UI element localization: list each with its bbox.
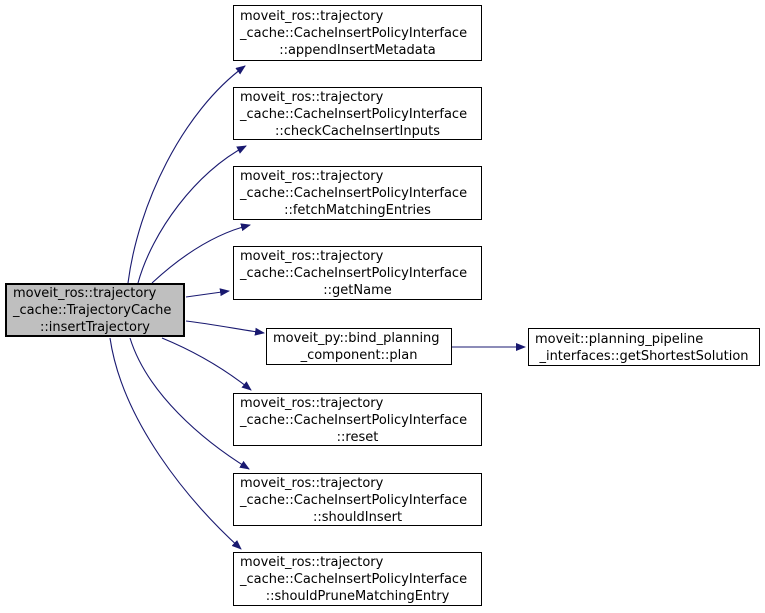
graph-node-plan[interactable]: moveit_py::bind_planning_component::plan <box>266 328 452 365</box>
graph-node-label-line: ::checkCacheInsertInputs <box>275 123 440 139</box>
graph-node-label-line: ::shouldPruneMatchingEntry <box>265 589 450 604</box>
graph-node-label-line: moveit_ros::trajectory <box>240 169 384 184</box>
graph-node-label-line: _cache::CacheInsertPolicyInterface <box>240 412 468 428</box>
graph-node-label-line: ::appendInsertMetadata <box>279 43 436 58</box>
graph-node-label-line: moveit_ros::trajectory <box>240 555 384 570</box>
graph-node-label-line: _interfaces::getShortestSolution <box>539 348 749 364</box>
graph-node-label-line: moveit_ros::trajectory <box>240 475 384 491</box>
edge-insertTrajectory-to-plan <box>185 320 265 336</box>
graph-node-fetchMatchingEntries[interactable]: moveit_ros::trajectory_cache::CacheInser… <box>233 166 482 220</box>
graph-node-label-line: _cache::TrajectoryCache <box>13 303 172 318</box>
graph-node-reset[interactable]: moveit_ros::trajectory_cache::CacheInser… <box>233 393 482 446</box>
graph-node-label-line: moveit_ros::trajectory <box>13 286 157 301</box>
graph-node-label-line: _cache::CacheInsertPolicyInterface <box>240 572 468 587</box>
edge-insertTrajectory-to-shouldInsert <box>129 337 250 470</box>
edge-insertTrajectory-to-fetchMatchingEntries <box>151 223 251 284</box>
graph-node-label-line: _cache::CacheInsertPolicyInterface <box>240 106 468 122</box>
graph-node-label-line: moveit_ros::trajectory <box>240 395 384 411</box>
graph-node-label-line: ::reset <box>336 429 379 445</box>
graph-node-label-line: _cache::CacheInsertPolicyInterface <box>240 266 468 281</box>
graph-node-shouldPruneMatchingEntry[interactable]: moveit_ros::trajectory_cache::CacheInser… <box>233 552 482 606</box>
graph-node-label-line: moveit_py::bind_planning <box>273 331 440 346</box>
graph-node-label-line: _cache::CacheInsertPolicyInterface <box>240 492 468 508</box>
edge-insertTrajectory-to-appendInsertMetadata <box>127 65 246 284</box>
graph-node-label-line: moveit_ros::trajectory <box>240 89 384 105</box>
graph-node-insertTrajectory: moveit_ros::trajectory_cache::Trajectory… <box>5 283 185 337</box>
graph-node-label-line: ::getName <box>323 283 392 298</box>
graph-node-label-line: _cache::CacheInsertPolicyInterface <box>240 186 468 201</box>
graph-node-checkCacheInsertInputs[interactable]: moveit_ros::trajectory_cache::CacheInser… <box>233 87 482 140</box>
edge-insertTrajectory-to-shouldPruneMatchingEntry <box>109 337 242 550</box>
graph-node-label-line: moveit_ros::trajectory <box>240 249 384 264</box>
graph-node-label-line: _component::plan <box>300 348 418 363</box>
edge-insertTrajectory-to-checkCacheInsertInputs <box>137 145 247 284</box>
graph-node-shouldInsert[interactable]: moveit_ros::trajectory_cache::CacheInser… <box>233 473 482 526</box>
edge-insertTrajectory-to-reset <box>161 337 252 391</box>
edge-insertTrajectory-to-getName <box>185 288 230 298</box>
graph-node-label-line: moveit_ros::trajectory <box>240 9 384 24</box>
graph-node-label-line: ::fetchMatchingEntries <box>284 203 431 218</box>
graph-node-label-line: moveit::planning_pipeline <box>535 331 704 347</box>
graph-node-getName[interactable]: moveit_ros::trajectory_cache::CacheInser… <box>233 246 482 300</box>
graph-node-getShortestSolution[interactable]: moveit::planning_pipeline_interfaces::ge… <box>528 328 760 366</box>
graph-node-appendInsertMetadata[interactable]: moveit_ros::trajectory_cache::CacheInser… <box>233 5 482 61</box>
graph-node-label-line: ::shouldInsert <box>312 509 403 525</box>
graph-node-label-line: _cache::CacheInsertPolicyInterface <box>240 26 468 41</box>
graph-node-label-line: ::insertTrajectory <box>39 320 150 335</box>
